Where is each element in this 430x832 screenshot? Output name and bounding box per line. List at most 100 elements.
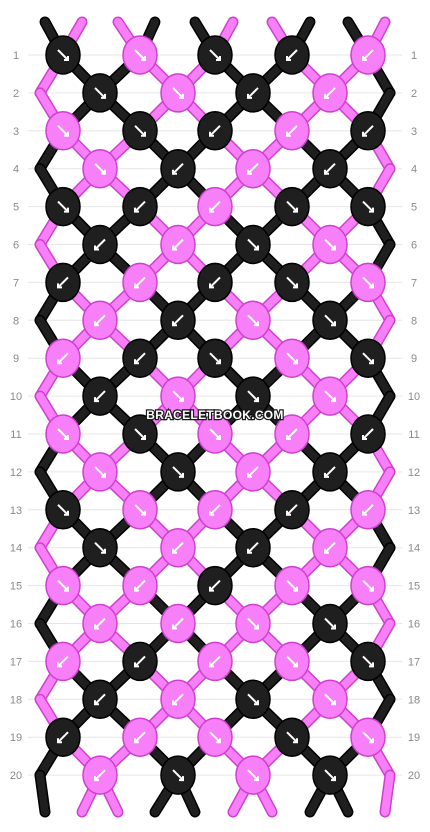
arrow-icon xyxy=(134,352,146,364)
arrow-head-icon xyxy=(247,93,252,99)
arrow-head-icon xyxy=(134,738,139,744)
top-thread-letter: A xyxy=(42,7,48,16)
arrow-icon xyxy=(286,428,298,440)
arrow-head-icon xyxy=(286,510,291,516)
knot xyxy=(122,111,158,151)
arrow-icon xyxy=(209,731,221,743)
arrow-icon xyxy=(286,352,298,364)
arrow-icon xyxy=(247,238,259,251)
arrow-head-icon xyxy=(247,472,252,478)
knot xyxy=(197,111,233,151)
row-label-right: 17 xyxy=(408,656,420,668)
knot xyxy=(274,490,310,530)
arrow-icon xyxy=(286,276,298,289)
top-thread-letter: B xyxy=(115,7,120,16)
arrow-head-icon xyxy=(216,56,221,61)
arrow-icon xyxy=(286,200,298,213)
knot xyxy=(122,262,158,303)
arrow-icon xyxy=(362,504,374,516)
knot xyxy=(350,414,386,454)
arrow-icon xyxy=(324,238,336,251)
top-thread-letter: A xyxy=(307,7,313,16)
arrow-icon xyxy=(324,617,336,630)
arrow-head-icon xyxy=(324,472,329,478)
arrow-head-icon xyxy=(254,321,259,327)
arrow-head-icon xyxy=(293,662,298,668)
arrow-icon xyxy=(94,466,106,478)
arrow-head-icon xyxy=(369,359,374,365)
knot xyxy=(274,262,310,303)
knot xyxy=(312,527,348,568)
arrow-icon xyxy=(134,125,146,137)
knot xyxy=(274,717,310,757)
arrow-head-icon xyxy=(331,321,336,327)
arrow-icon xyxy=(172,390,184,402)
knot xyxy=(45,717,81,757)
arrow-icon xyxy=(172,541,184,554)
arrow-head-icon xyxy=(64,56,69,61)
bottom-thread-letter: B xyxy=(152,819,157,828)
arrow-icon xyxy=(247,541,259,554)
arrow-icon xyxy=(209,579,221,592)
arrow-icon xyxy=(247,617,259,630)
bottom-thread-letter: A xyxy=(42,819,48,828)
top-thread-letter: A xyxy=(152,7,158,16)
arrow-icon xyxy=(57,49,69,61)
row-label-left: 14 xyxy=(10,543,22,555)
arrow-head-icon xyxy=(134,586,139,592)
knot xyxy=(45,262,81,303)
arrow-head-icon xyxy=(209,131,214,137)
arrow-icon xyxy=(362,731,374,743)
knot xyxy=(274,186,310,227)
knot xyxy=(45,641,81,682)
arrow-head-icon xyxy=(209,283,214,289)
arrow-head-icon xyxy=(172,624,177,630)
arrow-icon xyxy=(209,655,221,668)
arrow-icon xyxy=(172,466,184,478)
arrow-icon xyxy=(362,49,374,61)
arrow-head-icon xyxy=(94,624,99,630)
arrow-icon xyxy=(286,731,298,743)
knot xyxy=(122,641,158,682)
knot xyxy=(160,755,196,795)
row-label-left: 17 xyxy=(10,656,22,668)
arrow-head-icon xyxy=(179,397,184,403)
top-thread-letter: A xyxy=(192,7,198,16)
knot xyxy=(122,717,158,757)
arrow-icon xyxy=(94,541,106,554)
row-label-left: 3 xyxy=(13,126,19,138)
arrow-icon xyxy=(362,200,374,213)
arrow-head-icon xyxy=(172,321,177,327)
row-label-left: 10 xyxy=(10,391,22,403)
arrow-icon xyxy=(172,769,184,781)
knot xyxy=(122,414,158,454)
arrow-head-icon xyxy=(362,435,367,440)
arrow-icon xyxy=(57,352,69,364)
watermark: BRACELETBOOK.COM xyxy=(146,408,283,422)
arrow-icon xyxy=(94,238,106,251)
knot xyxy=(197,186,233,227)
knot xyxy=(122,338,158,378)
arrow-head-icon xyxy=(179,93,184,99)
arrow-head-icon xyxy=(64,207,69,213)
knot xyxy=(45,414,81,454)
knot xyxy=(350,186,386,227)
arrow-head-icon xyxy=(324,169,329,175)
arrow-icon xyxy=(134,49,146,61)
knot xyxy=(122,490,158,530)
knot xyxy=(312,452,348,492)
row-label-left: 1 xyxy=(13,50,19,62)
knot xyxy=(45,111,81,151)
arrow-icon xyxy=(94,769,106,781)
arrow-head-icon xyxy=(94,700,99,706)
knot xyxy=(350,111,386,151)
arrow-icon xyxy=(286,655,298,668)
arrow-icon xyxy=(134,428,146,440)
knot xyxy=(312,376,348,416)
arrow-icon xyxy=(324,541,336,554)
knot xyxy=(82,452,118,492)
arrow-icon xyxy=(172,617,184,630)
arrow-icon xyxy=(209,125,221,137)
knot xyxy=(350,641,386,682)
knot xyxy=(235,376,271,416)
